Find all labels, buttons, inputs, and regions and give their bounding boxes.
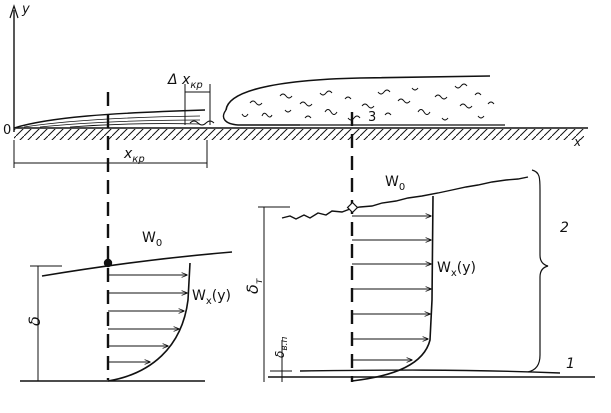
turbulent-region-label: 3 <box>368 110 376 125</box>
turbulence-squiggles <box>241 83 495 121</box>
turbulent-layer-front <box>222 109 300 126</box>
left-wx-label: Wx(y) <box>192 288 231 307</box>
left-free-stream-line <box>41 251 233 277</box>
zone-brace <box>527 169 549 373</box>
right-free-stream-edge <box>281 176 529 220</box>
left-w0-label: W0 <box>142 230 162 249</box>
right-thickness-label: δт <box>243 277 265 294</box>
sublayer-label: δв.п <box>273 336 290 358</box>
laminar-velocity-profile: W0 Wx(y) δ <box>20 230 233 382</box>
laminar-streamline <box>69 123 201 128</box>
zone-label-inner: 1 <box>566 356 575 372</box>
left-section-point <box>103 258 113 268</box>
laminar-streamline <box>23 115 201 128</box>
plate-flow-panel: y 0 x Δ xкр <box>3 2 588 168</box>
zone-label-outer: 2 <box>560 220 569 236</box>
xcr-label: xкр <box>123 146 145 165</box>
delta-x-label: Δ xкр <box>167 72 203 91</box>
right-w0-label: W0 <box>385 174 405 193</box>
x-axis-label: x <box>573 135 582 149</box>
origin-label: 0 <box>3 123 11 138</box>
plate-hatching <box>14 129 584 140</box>
right-viscous-sublayer-line <box>299 369 561 374</box>
y-axis-label: y <box>21 2 30 17</box>
left-velocity-profile-curve <box>107 262 191 382</box>
turbulent-layer-outline <box>225 75 491 111</box>
laminar-streamline <box>39 119 201 128</box>
right-wx-label: Wx(y) <box>437 260 476 279</box>
turbulent-velocity-profile: W0 Wx(y) δт δв.п 2 1 <box>243 169 595 382</box>
y-axis-arrowhead <box>9 4 19 19</box>
right-velocity-profile-curve <box>351 195 434 382</box>
right-section-point <box>346 201 359 214</box>
laminar-layer-outline <box>13 109 206 129</box>
left-thickness-label: δ <box>25 316 44 326</box>
